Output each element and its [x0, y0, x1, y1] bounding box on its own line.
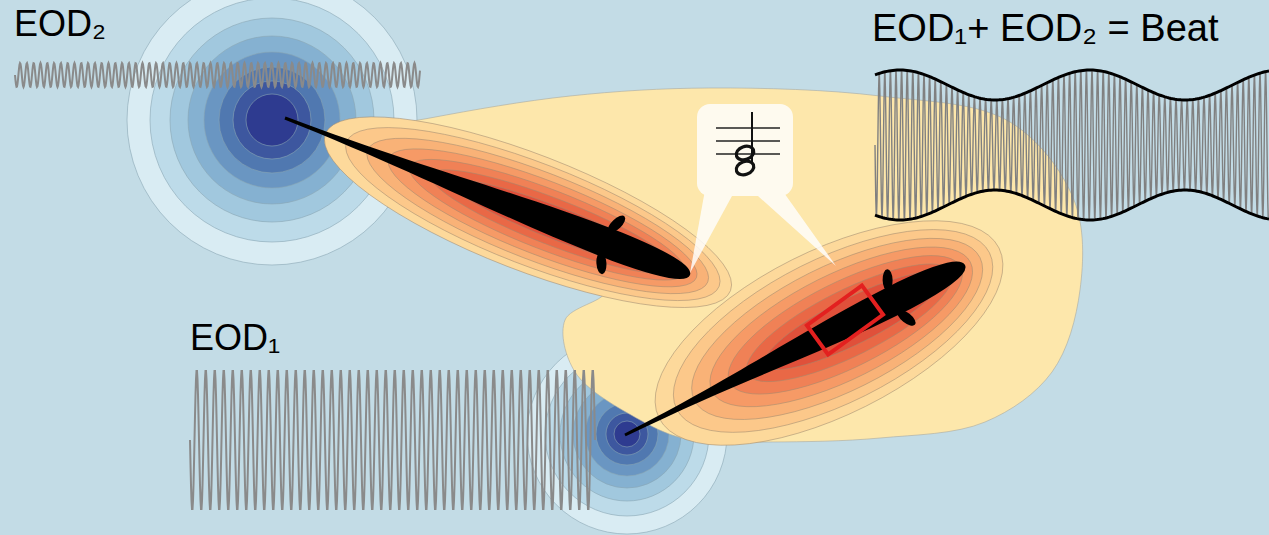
receptor-highlight — [807, 285, 883, 354]
beat-envelope — [875, 70, 1269, 100]
dipole-field — [127, 0, 727, 534]
music-note — [716, 112, 780, 177]
eod-waveform — [15, 63, 420, 87]
speech-bubble — [690, 104, 836, 273]
field-contour — [233, 81, 311, 159]
pectoral-fin — [882, 269, 893, 291]
pectoral-fin — [596, 252, 607, 275]
eod-waveform — [190, 371, 595, 509]
pectoral-fin — [605, 213, 628, 235]
field-contour — [204, 52, 340, 188]
fish-body — [280, 104, 696, 289]
pectoral-fin — [895, 307, 918, 329]
eod-waveforms — [15, 63, 1269, 509]
signal-label: EOD₂ — [14, 4, 106, 44]
fish-body — [618, 252, 971, 449]
field-contour — [170, 18, 374, 222]
beat-envelope — [875, 190, 1269, 220]
signal-label: EOD₁+ EOD₂ = Beat — [872, 8, 1219, 50]
markers — [690, 104, 883, 355]
field-contour — [188, 36, 356, 204]
signal-label: EOD₁ — [190, 318, 280, 358]
